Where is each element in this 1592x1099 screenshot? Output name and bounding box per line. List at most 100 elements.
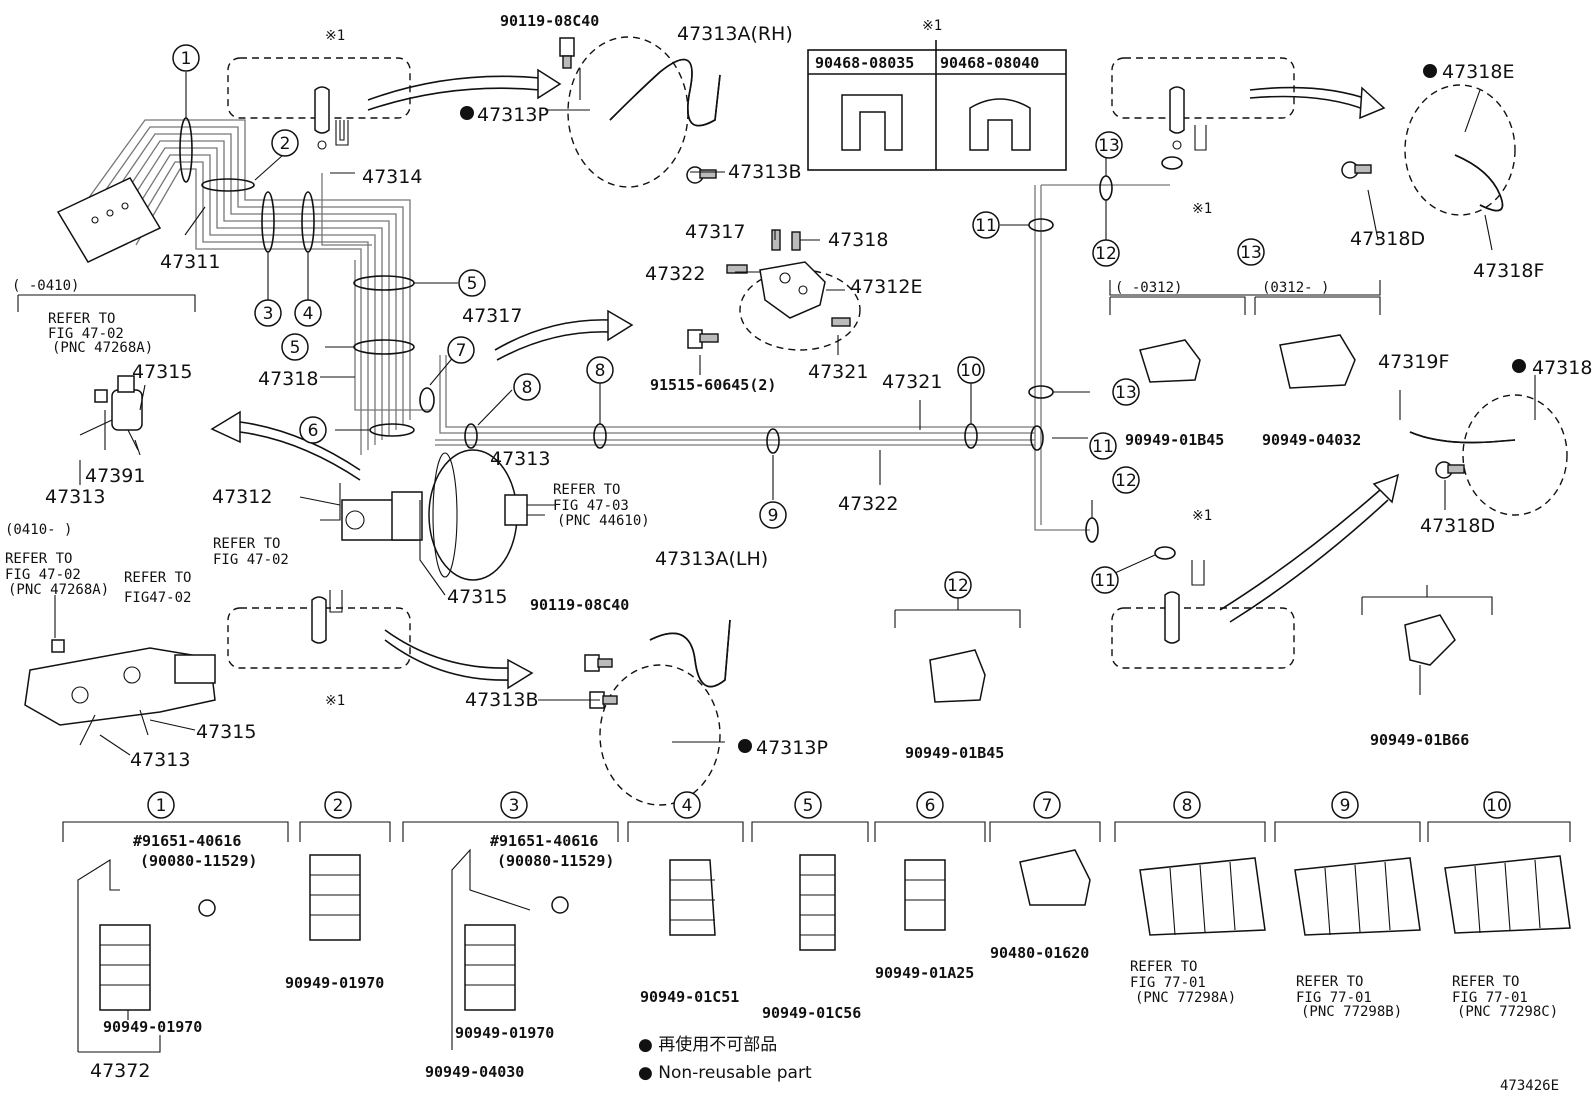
non-reusable-markers xyxy=(460,64,1526,753)
label-47321-a: 47321 xyxy=(808,361,868,383)
legend-english: ● Non-reusable part xyxy=(638,1063,812,1083)
callout-circle xyxy=(172,44,200,72)
ref-d-line2: FIG 47-02 xyxy=(5,567,81,583)
label-note-x1-c: ※1 xyxy=(1192,201,1212,217)
ref-d-line3: (PNC 47268A) xyxy=(8,582,109,598)
callout-number: 2 xyxy=(280,134,291,154)
callout-number: 11 xyxy=(1094,571,1116,591)
callout-number: 13 xyxy=(1115,383,1137,403)
ref-b-line3: (PNC 44610) xyxy=(557,513,650,529)
label-47313-left: 47313 xyxy=(45,486,105,508)
label-47317-b: 47317 xyxy=(462,305,522,327)
callout-circle xyxy=(1331,791,1359,819)
callout-number: 10 xyxy=(1486,796,1508,816)
ref-a-line3: (PNC 47268A) xyxy=(52,340,153,356)
ref-c-line1: REFER TO xyxy=(213,536,280,552)
flex-hoses xyxy=(609,58,1516,688)
group-brackets xyxy=(17,280,1571,842)
label-91651-b: #91651-40616 xyxy=(490,832,598,850)
callout-number: 6 xyxy=(925,796,936,816)
ref-8-line3: (PNC 77298A) xyxy=(1135,990,1236,1006)
label-47321-b: 47321 xyxy=(882,371,942,393)
label-90949-04032: 90949-04032 xyxy=(1262,431,1361,449)
label-note-x1-b: ※1 xyxy=(922,18,942,34)
label-range-0312b: (0312- ) xyxy=(1262,280,1329,296)
callout-circle xyxy=(294,299,322,327)
callout-number: 9 xyxy=(768,506,779,526)
label-91651-a: #91651-40616 xyxy=(133,832,241,850)
master-cylinder xyxy=(24,647,216,746)
ref-9-line1: REFER TO xyxy=(1296,974,1363,990)
label-90119-top: 90119-08C40 xyxy=(500,12,599,30)
non-reusable-dot xyxy=(1512,359,1526,373)
label-47312: 47312 xyxy=(212,486,272,508)
label-90949-04030: 90949-04030 xyxy=(425,1063,524,1081)
bottom-clamps xyxy=(77,334,1571,1053)
label-90949-01a25: 90949-01A25 xyxy=(875,964,974,982)
callout-number: 2 xyxy=(333,796,344,816)
leader-lines xyxy=(54,68,1536,756)
clip-details xyxy=(311,86,1207,644)
callout-circle xyxy=(1112,378,1140,406)
callout-circle xyxy=(1092,239,1120,267)
callout-circle xyxy=(271,129,299,157)
callout-number: 7 xyxy=(456,341,467,361)
legend-japanese: ● 再使用不可部品 xyxy=(638,1034,777,1055)
label-90949-01b45-b: 90949-01B45 xyxy=(905,744,1004,762)
label-47322-a: 47322 xyxy=(645,263,705,285)
callout-number: 11 xyxy=(1092,437,1114,457)
label-47313p-top: 47313P xyxy=(477,104,549,126)
label-90949-01c56: 90949-01C56 xyxy=(762,1004,861,1022)
callout-circle xyxy=(281,333,309,361)
non-reusable-dot xyxy=(460,106,474,120)
ref-9-line3: (PNC 77298B) xyxy=(1301,1004,1402,1020)
label-47322-b: 47322 xyxy=(838,493,898,515)
callout-circle xyxy=(972,211,1000,239)
callout-circle xyxy=(447,336,475,364)
callout-circle xyxy=(673,791,701,819)
callout-circle xyxy=(1089,432,1117,460)
label-note-x1: ※1 xyxy=(325,28,345,44)
callout-number: 12 xyxy=(1095,244,1117,264)
callout-number: 9 xyxy=(1340,796,1351,816)
label-47313-bot: 47313 xyxy=(130,749,190,771)
label-47313b-top: 47313B xyxy=(728,161,801,183)
label-47318d-top: 47318D xyxy=(1350,228,1425,250)
ref-e-line2: FIG47-02 xyxy=(124,590,191,606)
callout-number: 12 xyxy=(947,576,969,596)
callout-circle xyxy=(957,356,985,384)
callout-circle xyxy=(1237,238,1265,266)
callout-number: 1 xyxy=(156,796,167,816)
callout-circle xyxy=(1112,466,1140,494)
callout-circle xyxy=(1095,131,1123,159)
callout-number: 11 xyxy=(975,216,997,236)
callout-circle xyxy=(324,791,352,819)
flow-arrows xyxy=(210,68,1400,690)
callout-number: 4 xyxy=(303,304,314,324)
callout-number: 8 xyxy=(1182,796,1193,816)
ref-10-line1: REFER TO xyxy=(1452,974,1519,990)
callout-number: 10 xyxy=(960,361,982,381)
callout-circle xyxy=(916,791,944,819)
parts-table xyxy=(807,40,1067,171)
label-90080-a: (90080-11529) xyxy=(140,852,257,870)
callout-circle xyxy=(147,791,175,819)
label-47313b-bot: 47313B xyxy=(465,689,538,711)
callout-number: 8 xyxy=(522,378,533,398)
label-47313p-bot: 47313P xyxy=(756,737,828,759)
label-90949-01970-b: 90949-01970 xyxy=(285,974,384,992)
ref-9-line2: FIG 77-01 xyxy=(1296,990,1372,1006)
ref-8-line1: REFER TO xyxy=(1130,959,1197,975)
ref-c-line2: FIG 47-02 xyxy=(213,552,289,568)
ref-b-line2: FIG 47-03 xyxy=(553,498,629,514)
label-90080-b: (90080-11529) xyxy=(497,852,614,870)
label-90480-01620: 90480-01620 xyxy=(990,944,1089,962)
label-47318e-top: 47318E xyxy=(1442,61,1514,83)
bundle-clamps xyxy=(179,117,435,437)
junction-block-47311 xyxy=(56,177,162,263)
label-47318-a: 47318 xyxy=(828,229,888,251)
label-table-b: 90468-08040 xyxy=(940,54,1039,72)
